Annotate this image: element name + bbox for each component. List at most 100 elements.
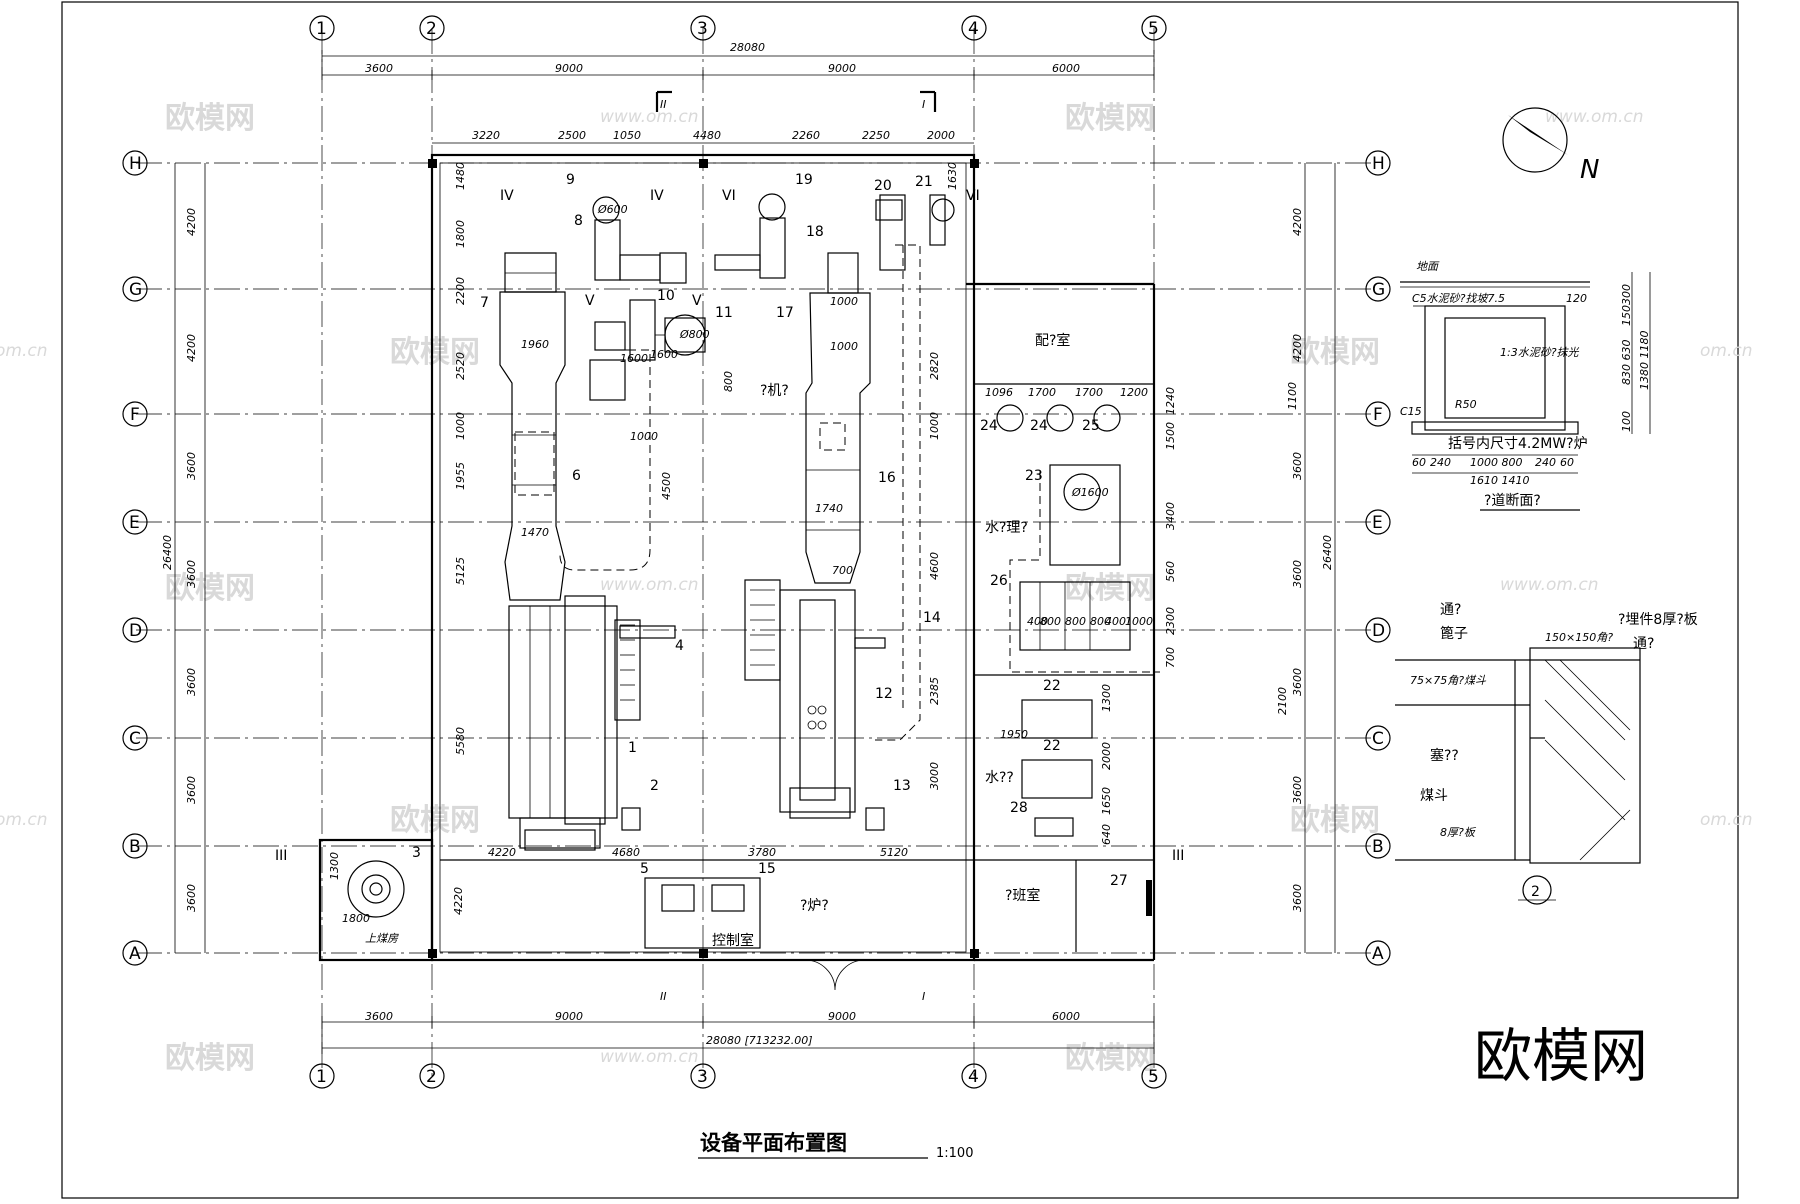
svg-text:3600: 3600 bbox=[1291, 560, 1304, 588]
equipment-number: 8 bbox=[574, 213, 583, 229]
equipment-number: 10 bbox=[657, 288, 675, 304]
dimensions-bottom: 3600 9000 9000 6000 28080 [713232.00] bbox=[321, 1010, 1155, 1054]
axis-label: 5 bbox=[1148, 1067, 1159, 1087]
svg-text:1470: 1470 bbox=[521, 526, 549, 539]
svg-text:3600: 3600 bbox=[1291, 884, 1304, 912]
svg-text:E: E bbox=[1372, 513, 1383, 533]
dimensions-top: 28080 3600 9000 9000 6000 bbox=[321, 41, 1155, 80]
svg-text:9000: 9000 bbox=[555, 1010, 583, 1023]
svg-text:60: 60 bbox=[1412, 456, 1426, 469]
svg-text:300: 300 bbox=[1620, 284, 1633, 305]
svg-text:1000: 1000 bbox=[830, 295, 858, 308]
svg-text:1000: 1000 bbox=[630, 430, 658, 443]
svg-text:I: I bbox=[922, 990, 925, 1003]
equipment-number: 9 bbox=[566, 172, 575, 188]
svg-text:4500: 4500 bbox=[660, 472, 673, 500]
svg-text:8厚?板: 8厚?板 bbox=[1440, 826, 1477, 839]
detail-number: 2 bbox=[1531, 884, 1540, 900]
svg-text:1600: 1600 bbox=[620, 352, 648, 365]
svg-text:3600: 3600 bbox=[1291, 668, 1304, 696]
svg-text:26400: 26400 bbox=[1321, 535, 1334, 570]
svg-text:1600: 1600 bbox=[650, 348, 678, 361]
drawing-frame bbox=[61, 1, 1739, 1199]
svg-text:1610 1410: 1610 1410 bbox=[1470, 474, 1530, 487]
svg-text:2000: 2000 bbox=[1100, 742, 1113, 770]
section-mortar-top: C5水泥砂?找坡7.5 bbox=[1412, 292, 1505, 305]
svg-text:4200: 4200 bbox=[185, 334, 198, 362]
svg-text:700: 700 bbox=[1164, 647, 1177, 668]
svg-text:B: B bbox=[129, 837, 141, 857]
svg-text:V: V bbox=[692, 293, 702, 309]
room-label-coal: 上煤房 bbox=[365, 932, 399, 945]
svg-text:Ø600: Ø600 bbox=[597, 203, 628, 216]
room-label-water-treatment: 水?理? bbox=[985, 520, 1028, 536]
svg-text:5125: 5125 bbox=[454, 557, 467, 585]
section-lining: 1:3水泥砂?抹光 bbox=[1500, 346, 1580, 359]
equipment-number: 19 bbox=[795, 172, 813, 188]
watermark-logo: 欧模网 bbox=[165, 1041, 255, 1076]
svg-text:V: V bbox=[585, 293, 595, 309]
svg-text:IV: IV bbox=[650, 188, 664, 204]
svg-text:2200: 2200 bbox=[454, 277, 467, 305]
svg-text:Ø1600: Ø1600 bbox=[1071, 486, 1109, 499]
equipment-number: 4 bbox=[675, 638, 684, 654]
svg-text:800: 800 bbox=[1040, 615, 1061, 628]
watermark-logo: 欧模网 bbox=[165, 101, 255, 136]
svg-text:2820: 2820 bbox=[928, 352, 941, 380]
room-label-pump: 水?? bbox=[985, 770, 1014, 786]
svg-text:VI: VI bbox=[722, 188, 736, 204]
svg-text:5120: 5120 bbox=[880, 846, 908, 859]
watermark-logo: 欧模网 bbox=[1065, 101, 1155, 136]
svg-text:4220: 4220 bbox=[452, 887, 465, 915]
svg-text:2100: 2100 bbox=[1276, 687, 1289, 715]
room-label-distribution: 配?室 bbox=[1035, 332, 1070, 349]
section-concrete: C15 bbox=[1400, 405, 1422, 418]
svg-text:E: E bbox=[129, 513, 140, 533]
svg-text:III: III bbox=[275, 848, 287, 864]
svg-text:4600: 4600 bbox=[928, 552, 941, 580]
svg-text:1300: 1300 bbox=[328, 852, 341, 880]
axis-rows-left: H G F E D C B A bbox=[122, 150, 148, 966]
equipment-number: 21 bbox=[915, 174, 933, 190]
watermark-logo: 欧模网 bbox=[390, 803, 480, 838]
drawing-title: 设备平面布置图 bbox=[700, 1131, 847, 1155]
north-label: N bbox=[1580, 155, 1599, 185]
pump-equipment bbox=[1021, 699, 1152, 916]
svg-text:3600: 3600 bbox=[185, 452, 198, 480]
svg-text:1000: 1000 bbox=[1125, 615, 1153, 628]
dimensions-left: 26400 4200 4200 3600 3600 3600 3600 3600 bbox=[161, 163, 206, 953]
room-label-boiler: ?炉? bbox=[800, 898, 829, 914]
section-marks: II I IV IV VI VI V V III III II I bbox=[275, 90, 1184, 1003]
dimensions-inner-top: 3220 2500 1050 4480 2260 2250 2000 bbox=[432, 129, 974, 144]
watermark-url: om.cn bbox=[1700, 341, 1753, 361]
north-arrow: N bbox=[1502, 107, 1599, 185]
svg-text:塞??: 塞?? bbox=[1430, 747, 1459, 764]
svg-text:篦子: 篦子 bbox=[1440, 626, 1468, 642]
equipment-number-labels: 1 2 3 4 5 6 7 8 9 10 11 12 13 14 15 16 1… bbox=[412, 172, 1128, 889]
equipment-number: 16 bbox=[878, 470, 896, 486]
svg-text:2385: 2385 bbox=[928, 677, 941, 705]
svg-text:400: 400 bbox=[1027, 615, 1048, 628]
watermark-logo: 欧模网 bbox=[1065, 571, 1155, 606]
svg-text:700: 700 bbox=[832, 564, 853, 577]
svg-text:I: I bbox=[922, 98, 925, 111]
svg-text:II: II bbox=[660, 98, 667, 111]
svg-text:2000: 2000 bbox=[927, 129, 955, 142]
svg-text:9000: 9000 bbox=[555, 62, 583, 75]
svg-text:2300: 2300 bbox=[1164, 607, 1177, 635]
equipment-number: 2 bbox=[650, 778, 659, 794]
svg-text:B: B bbox=[1372, 837, 1384, 857]
svg-text:75×75角?煤斗: 75×75角?煤斗 bbox=[1410, 674, 1487, 687]
equipment-number: 24 bbox=[1030, 418, 1048, 434]
svg-text:1650: 1650 bbox=[1100, 787, 1113, 815]
svg-text:1000: 1000 bbox=[928, 412, 941, 440]
axis-label: 2 bbox=[426, 1067, 437, 1087]
svg-text:1380 1180: 1380 1180 bbox=[1638, 331, 1651, 391]
watermark-url: www.om.cn bbox=[1545, 107, 1644, 127]
watermark-url: om.cn bbox=[0, 810, 48, 830]
svg-text:5580: 5580 bbox=[454, 727, 467, 755]
watermark-url: www.om.cn bbox=[1500, 575, 1599, 595]
axis-columns-bottom: 1 2 3 4 5 bbox=[309, 1063, 1167, 1089]
svg-text:2500: 2500 bbox=[558, 129, 586, 142]
svg-text:1480: 1480 bbox=[454, 162, 467, 190]
